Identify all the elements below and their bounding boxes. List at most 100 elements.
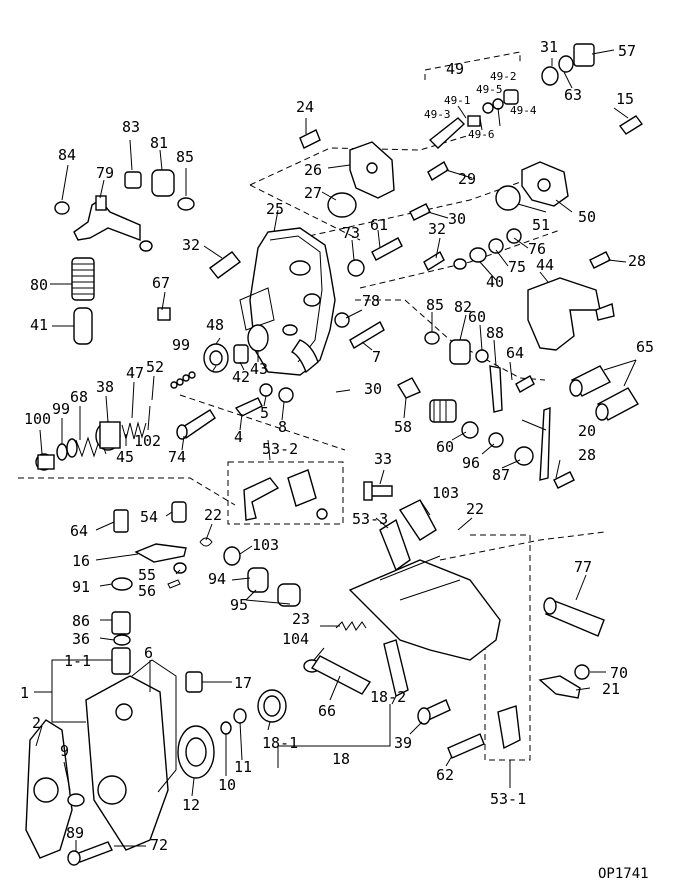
label-60-mid: 60 [436, 438, 454, 456]
label-49-2: 49-2 [490, 70, 517, 83]
label-45: 45 [116, 448, 134, 466]
label-26: 26 [304, 161, 322, 179]
governor-housing [239, 227, 336, 376]
label-64-right: 64 [506, 344, 524, 362]
label-8: 8 [278, 418, 287, 436]
label-27: 27 [304, 184, 322, 202]
label-49-5: 49-5 [476, 83, 503, 96]
parts-32-40-75-76 [423, 228, 522, 272]
label-41: 41 [30, 316, 48, 334]
label-22-left: 22 [204, 506, 222, 524]
label-62: 62 [436, 766, 454, 784]
bracket-44 [527, 251, 615, 351]
label-25: 25 [266, 200, 284, 218]
bushing-83-81-85 [124, 169, 195, 211]
label-10: 10 [218, 776, 236, 794]
label-74: 74 [168, 448, 186, 466]
tubes-65 [569, 365, 639, 421]
bolts-29-30-61-73 [347, 160, 449, 277]
label-63: 63 [564, 86, 582, 104]
label-33: 33 [374, 450, 392, 468]
label-103-right: 103 [432, 484, 459, 502]
label-68: 68 [70, 388, 88, 406]
label-70: 70 [610, 664, 628, 682]
spring-80 [71, 257, 95, 345]
callout-labels: 84 83 81 85 79 80 41 32 67 25 24 26 27 2… [20, 38, 654, 854]
label-1-1: 1-1 [64, 652, 91, 670]
parts-58-60-96-87-20 [397, 375, 575, 489]
label-28-top: 28 [628, 252, 646, 270]
label-77: 77 [574, 558, 592, 576]
label-20: 20 [578, 422, 596, 440]
label-30-mid: 30 [364, 380, 382, 398]
cover-26 [299, 129, 395, 218]
bolts-lower-housing [176, 383, 294, 440]
parts-23-104-66 [185, 621, 372, 723]
label-85-mid: 85 [426, 296, 444, 314]
label-54: 54 [140, 508, 158, 526]
label-56: 56 [138, 582, 156, 600]
label-79: 79 [96, 164, 114, 182]
label-30-top: 30 [448, 210, 466, 228]
label-53-1: 53-1 [490, 790, 526, 808]
label-53-3: 53-3 [352, 510, 388, 528]
label-28-mid: 28 [578, 446, 596, 464]
label-58: 58 [394, 418, 412, 436]
label-85: 85 [176, 148, 194, 166]
bolt-33 [363, 481, 393, 501]
label-23: 23 [292, 610, 310, 628]
label-61: 61 [370, 216, 388, 234]
figure-code: OP1741 [598, 866, 649, 882]
label-15: 15 [616, 90, 634, 108]
bolt-32-left [157, 251, 242, 321]
label-18-2: 18-2 [370, 688, 406, 706]
label-12: 12 [182, 796, 200, 814]
label-42: 42 [232, 368, 250, 386]
label-89: 89 [66, 824, 84, 842]
label-64-left: 64 [70, 522, 88, 540]
label-81: 81 [150, 134, 168, 152]
label-102: 102 [134, 432, 161, 450]
label-29: 29 [458, 170, 476, 188]
label-6: 6 [144, 644, 153, 662]
group-53-2-parts [243, 469, 328, 521]
label-55: 55 [138, 566, 156, 584]
label-49: 49 [446, 60, 464, 78]
label-73: 73 [342, 224, 360, 242]
label-96: 96 [462, 454, 480, 472]
label-53-2: 53-2 [262, 440, 298, 458]
cover-50 [495, 115, 644, 211]
label-39: 39 [394, 734, 412, 752]
label-95: 95 [230, 596, 248, 614]
small-parts-left [111, 501, 187, 675]
label-31: 31 [540, 38, 558, 56]
label-60-top: 60 [468, 308, 486, 326]
label-50: 50 [578, 208, 596, 226]
label-18: 18 [332, 750, 350, 768]
label-47: 47 [126, 364, 144, 382]
parts-78-82-88 [334, 312, 503, 413]
label-91: 91 [72, 578, 90, 596]
nut-31-57 [541, 43, 595, 86]
label-18-1: 18-1 [262, 734, 298, 752]
label-24: 24 [296, 98, 314, 116]
label-48: 48 [206, 316, 224, 334]
label-80: 80 [30, 276, 48, 294]
label-7: 7 [372, 348, 381, 366]
label-22-right: 22 [466, 500, 484, 518]
label-36: 36 [72, 630, 90, 648]
label-21: 21 [602, 680, 620, 698]
label-75: 75 [508, 258, 526, 276]
label-44: 44 [536, 256, 554, 274]
label-11: 11 [234, 758, 252, 776]
grouping-lines [18, 51, 606, 761]
parts-94-95-103 [199, 537, 301, 607]
label-40: 40 [486, 273, 504, 291]
lever-shaft-79 [54, 195, 153, 252]
parts-10-11-12 [177, 708, 247, 779]
label-32-right: 32 [428, 220, 446, 238]
label-4: 4 [234, 428, 243, 446]
label-100: 100 [24, 410, 51, 428]
label-99-top: 99 [172, 336, 190, 354]
